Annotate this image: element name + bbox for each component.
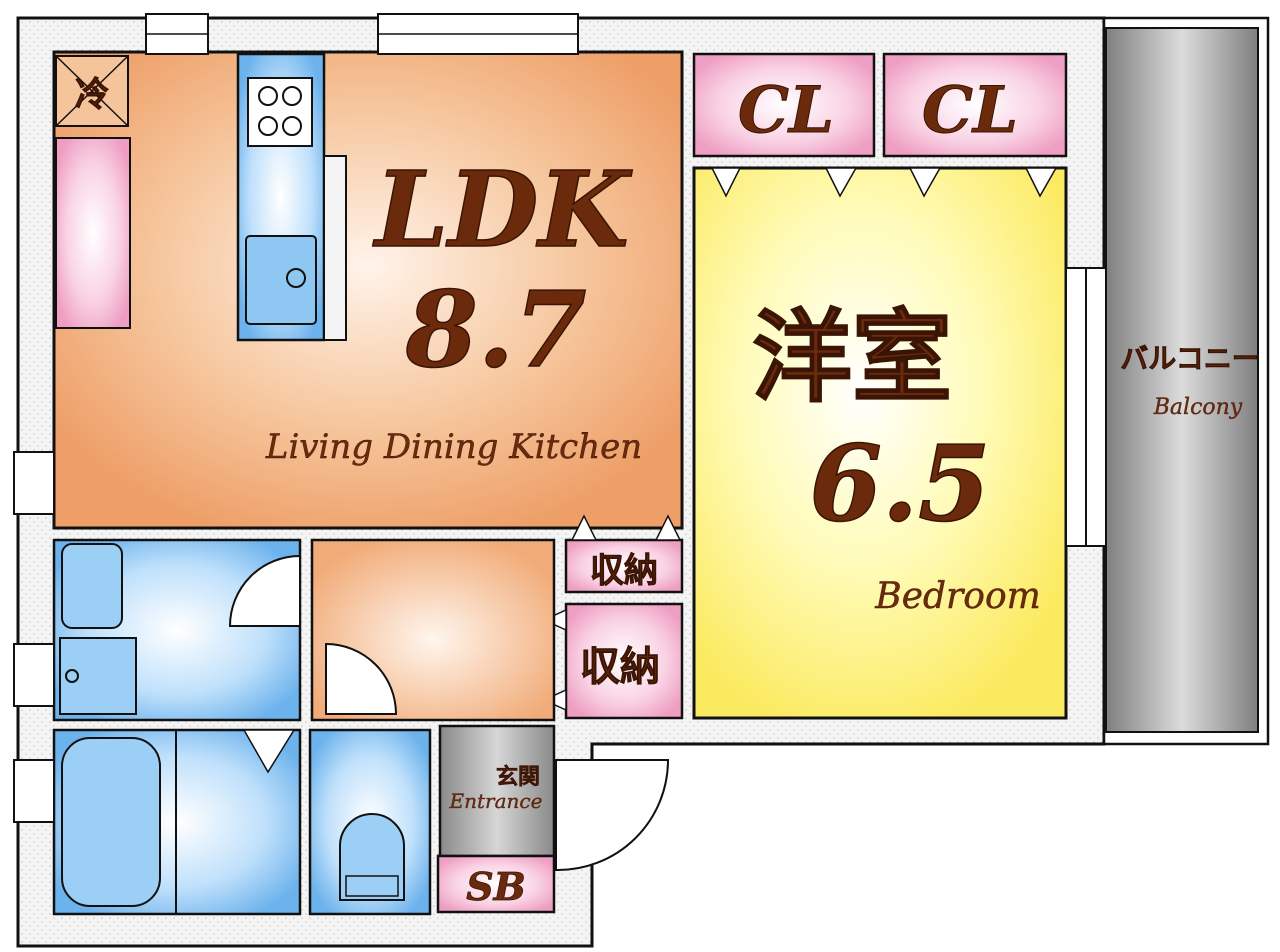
toilet-icon: [339, 813, 405, 901]
washing-machine-icon: [59, 637, 137, 715]
storage-bottom-label: 収納: [580, 644, 660, 690]
shoe-box-label: SB: [466, 864, 526, 909]
shoe-box: [436, 854, 556, 914]
ldk-subtitle: Living Dining Kitchen: [265, 427, 642, 467]
balcony-title: バルコニー: [1120, 342, 1259, 375]
bedroom-floor: [692, 166, 1068, 720]
storage-top-label: 収納: [590, 551, 658, 591]
closet-right: [882, 52, 1068, 158]
ldk-title: LDK: [372, 148, 632, 271]
entrance-door-swing: [555, 759, 670, 872]
closet-right-label: CL: [922, 73, 1018, 148]
washroom-door-swing: [228, 554, 301, 627]
ldk-cabinet: [55, 137, 131, 329]
entrance-floor: [438, 724, 556, 858]
toilet-door-swing: [325, 642, 398, 715]
bedroom-subtitle: Bedroom: [874, 576, 1041, 617]
entrance-title: 玄関: [496, 764, 540, 790]
storage-top: [564, 538, 684, 594]
closet-left: [692, 52, 876, 158]
storage-bottom: [564, 602, 684, 720]
window-left-2: [13, 643, 55, 707]
window-left-3: [13, 759, 55, 823]
ldk-size: 8.7: [405, 268, 587, 391]
entrance-subtitle: Entrance: [449, 789, 543, 813]
bedroom-title: 洋室: [752, 299, 952, 416]
balcony-floor: [1105, 27, 1259, 733]
fridge-label: 冷: [75, 75, 109, 115]
closet-doors: [710, 167, 1058, 198]
washbasin-icon: [61, 543, 123, 629]
balcony-subtitle: Balcony: [1153, 395, 1243, 420]
window-left-1: [13, 451, 55, 515]
closet-left-label: CL: [738, 73, 834, 148]
bathtub-icon: [61, 737, 161, 907]
sink-icon: [245, 235, 317, 325]
bedroom-size: 6.5: [810, 422, 991, 545]
stove-icon: [247, 77, 313, 147]
